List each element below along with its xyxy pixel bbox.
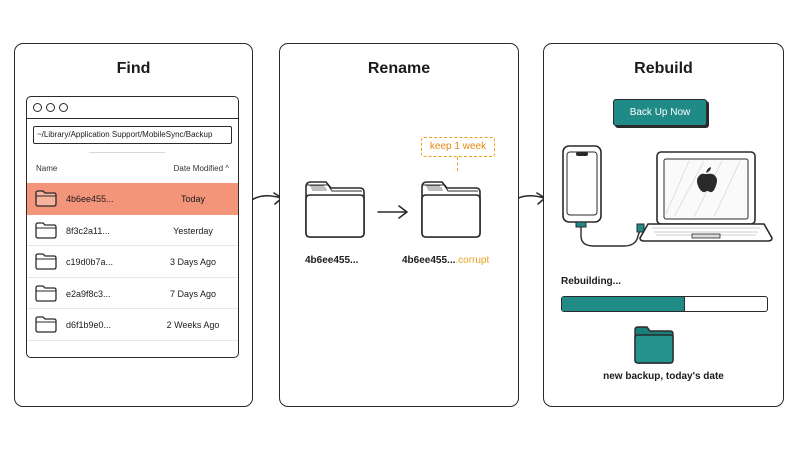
folder-icon xyxy=(35,253,57,270)
folder-icon xyxy=(35,221,57,239)
folder-icon xyxy=(634,326,674,364)
rebuild-progress-fill xyxy=(562,297,685,311)
file-list: 4b6ee455... Today 8f3c2a11... Yesterday … xyxy=(27,183,238,341)
finder-window: ~/Library/Application Support/MobileSync… xyxy=(26,96,239,358)
rename-panel: Rename 4b6ee455... keep 1 week 4b6ee455.… xyxy=(279,43,519,407)
folder-icon xyxy=(421,181,481,238)
rebuild-status: Rebuilding... xyxy=(561,276,621,287)
file-name: 8f3c2a11... xyxy=(66,225,110,236)
file-name: 4b6ee455... xyxy=(66,194,114,204)
cable-icon xyxy=(580,227,641,247)
rebuild-panel: Rebuild Back Up Now Rebuilding... xyxy=(543,43,784,407)
keep-note: keep 1 week xyxy=(421,137,495,157)
table-row[interactable]: d6f1b9e0... 2 Weeks Ago xyxy=(27,309,238,341)
file-name: e2a9f8c3... xyxy=(66,288,111,299)
file-date: 3 Days Ago xyxy=(169,257,217,267)
column-header-name[interactable]: Name xyxy=(36,164,58,173)
window-titlebar xyxy=(27,97,238,119)
laptop-icon xyxy=(639,151,773,242)
rebuild-progress-bar xyxy=(561,296,768,312)
column-header-date-modified[interactable]: Date Modified ^ xyxy=(173,164,229,173)
renamed-base: 4b6ee455... xyxy=(402,255,456,266)
folder-label-renamed: 4b6ee455....corrupt xyxy=(402,255,489,266)
column-header-row: Name Date Modified ^ xyxy=(27,159,238,177)
window-close-button[interactable] xyxy=(33,103,42,112)
path-divider xyxy=(89,152,165,154)
file-date: Today xyxy=(180,194,206,204)
folder-icon xyxy=(305,181,365,238)
back-up-now-button[interactable]: Back Up Now xyxy=(613,99,707,126)
window-minimize-button[interactable] xyxy=(46,103,55,112)
folder-icon xyxy=(35,284,57,302)
rebuild-title: Rebuild xyxy=(634,60,693,77)
keep-note-leader xyxy=(457,157,458,171)
renamed-suffix: .corrupt xyxy=(455,255,490,266)
table-row[interactable]: c19d0b7a... 3 Days Ago xyxy=(27,246,238,278)
apple-logo-icon xyxy=(697,167,717,193)
device-illustration xyxy=(562,145,773,247)
table-row[interactable]: 8f3c2a11... Yesterday xyxy=(27,215,238,246)
file-name: d6f1b9e0... xyxy=(66,320,112,330)
table-row[interactable]: e2a9f8c3... 7 Days Ago xyxy=(27,278,238,309)
find-panel: Find ~/Library/Application Support/Mobil… xyxy=(14,43,253,407)
folder-icon xyxy=(35,190,57,207)
file-date: 7 Days Ago xyxy=(169,288,217,299)
new-backup-caption: new backup, today's date xyxy=(603,371,724,382)
file-date: 2 Weeks Ago xyxy=(166,320,220,330)
file-date: Yesterday xyxy=(173,225,213,236)
rename-title: Rename xyxy=(367,60,431,77)
table-row[interactable]: 4b6ee455... Today xyxy=(27,183,238,215)
folder-label-original: 4b6ee455... xyxy=(305,255,359,266)
arrow-right-icon xyxy=(377,205,408,219)
folder-icon xyxy=(35,316,57,333)
find-title: Find xyxy=(116,60,151,77)
file-name: c19d0b7a... xyxy=(66,257,114,267)
window-zoom-button[interactable] xyxy=(59,103,68,112)
path-field[interactable]: ~/Library/Application Support/MobileSync… xyxy=(33,126,232,144)
phone-icon xyxy=(562,145,602,228)
